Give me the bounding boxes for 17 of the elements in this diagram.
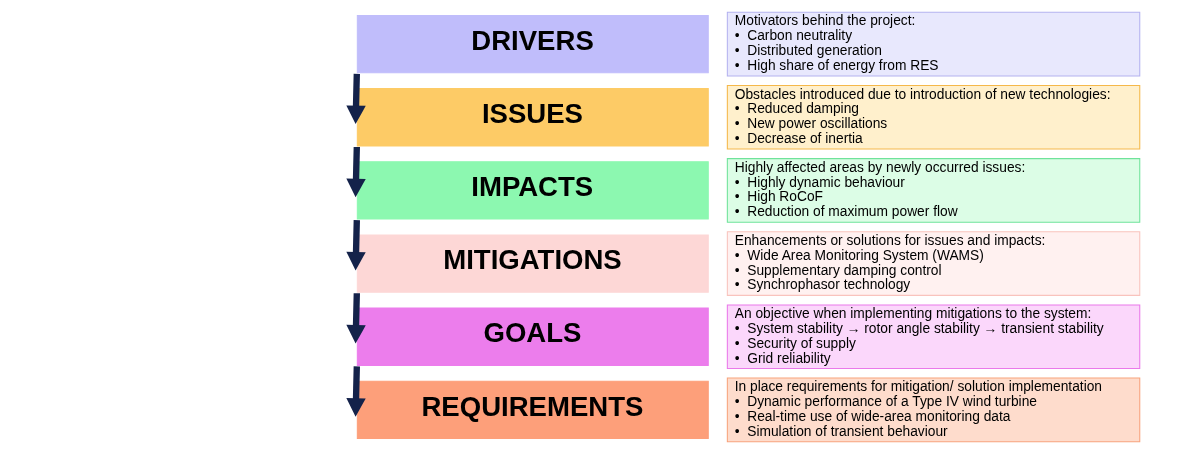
node-box: ISSUES [356, 88, 709, 147]
arrow [345, 366, 366, 417]
node-box: In place requirements for mitigation/ solution implementation • Dynamic performance of a Type IV wind turbine • Real-time use of wide-area monitoring data • Simulation of transient behaviour [726, 377, 1140, 443]
arrow [345, 146, 366, 198]
node-box: DRIVERS [356, 14, 709, 74]
node-box: Motivators behind the project: • Carbon neutrality • Distributed generation • High share of energy from RES [726, 11, 1140, 77]
arrow [345, 293, 366, 344]
node-box: An objective when implementing mitigations to the system: • System stability → rotor angle stability → transient stability • Security of supply • Grid reliability [726, 304, 1140, 370]
node-box: Highly affected areas by newly occurred issues: • Highly dynamic behaviour • High RoCoF • Reduction of maximum power flow [726, 158, 1140, 223]
node-box: Enhancements or solutions for issues and impacts: • Wide Area Monitoring System (WAMS) • Supplementary damping control • Synchrophasor technology [726, 231, 1140, 296]
arrow [345, 220, 366, 271]
node-box: IMPACTS [356, 161, 709, 220]
node-box: REQUIREMENTS [356, 380, 709, 440]
node-box: GOALS [356, 307, 709, 366]
arrow [345, 73, 366, 125]
node-box: MITIGATIONS [356, 234, 709, 293]
node-box: Obstacles introduced due to introduction of new technologies: • Reduced damping • New power oscillations • Decrease of inertia [726, 84, 1140, 150]
